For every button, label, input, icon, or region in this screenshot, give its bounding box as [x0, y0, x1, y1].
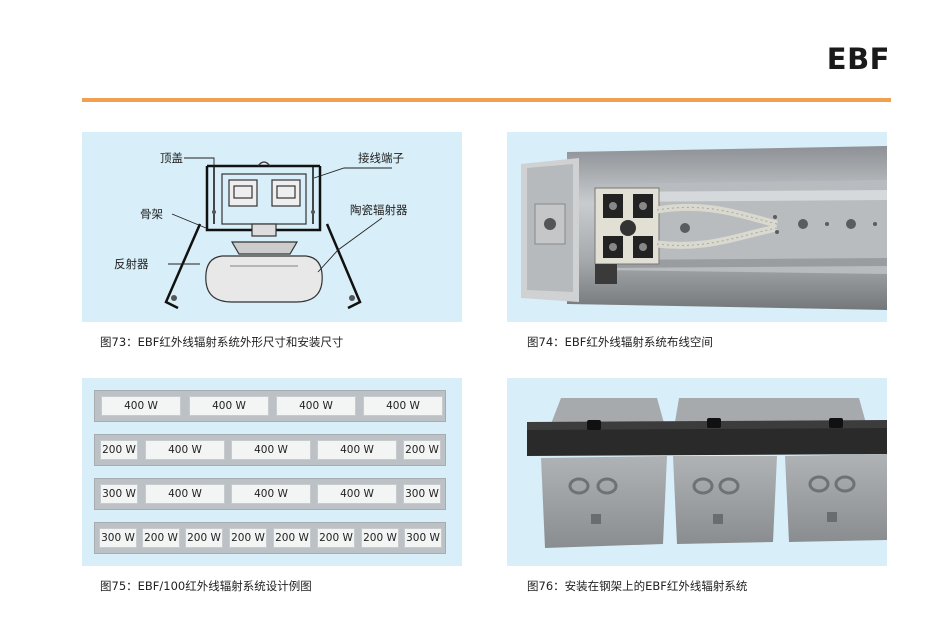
module-400w: 400 W — [231, 440, 311, 460]
figure-74-panel — [507, 132, 887, 322]
steel-frame-photo — [527, 398, 887, 548]
module-400w: 400 W — [276, 396, 356, 416]
label-top-cover: 顶盖 — [160, 151, 183, 165]
figure-73-panel: 顶盖 接线端子 骨架 陶瓷辐射器 反射器 — [82, 132, 462, 322]
module-300w: 300 W — [100, 484, 138, 504]
figure-73-caption: 图73：EBF红外线辐射系统外形尺寸和安装尺寸 — [100, 335, 344, 349]
cross-section-diagram — [164, 157, 392, 310]
module-200w: 200 W — [403, 440, 441, 460]
label-ceramic-emitter: 陶瓷辐射器 — [350, 203, 408, 217]
module-200w: 200 W — [229, 528, 267, 548]
figure-75-panel: 400 W 400 W 400 W 400 W 200 W 400 W 400 … — [82, 378, 462, 566]
figure-75-caption: 图75：EBF/100红外线辐射系统设计例图 — [100, 579, 312, 593]
module-200w: 200 W — [185, 528, 223, 548]
label-terminal: 接线端子 — [358, 151, 404, 165]
module-300w: 300 W — [404, 528, 442, 548]
layout-row-2: 200 W 400 W 400 W 400 W 200 W — [94, 434, 446, 466]
figure-74-caption: 图74：EBF红外线辐射系统布线空间 — [527, 335, 713, 349]
layout-row-1: 400 W 400 W 400 W 400 W — [94, 390, 446, 422]
module-400w: 400 W — [101, 396, 181, 416]
label-reflector: 反射器 — [114, 257, 149, 271]
layout-row-3: 300 W 400 W 400 W 400 W 300 W — [94, 478, 446, 510]
module-400w: 400 W — [145, 440, 225, 460]
module-400w: 400 W — [189, 396, 269, 416]
wiring-space-photo — [521, 146, 887, 310]
module-400w: 400 W — [363, 396, 443, 416]
module-200w: 200 W — [142, 528, 180, 548]
module-400w: 400 W — [145, 484, 225, 504]
brand-title: EBF — [826, 42, 890, 76]
module-200w: 200 W — [100, 440, 138, 460]
figure-76-panel — [507, 378, 887, 566]
module-400w: 400 W — [317, 440, 397, 460]
figure-76-caption: 图76：安装在钢架上的EBF红外线辐射系统 — [527, 579, 748, 593]
layout-row-4: 300 W 200 W 200 W 200 W 200 W 200 W 200 … — [94, 522, 446, 554]
module-300w: 300 W — [403, 484, 441, 504]
header-rule — [82, 98, 891, 102]
module-200w: 200 W — [361, 528, 399, 548]
label-frame: 骨架 — [140, 207, 163, 221]
module-400w: 400 W — [231, 484, 311, 504]
module-300w: 300 W — [99, 528, 137, 548]
module-400w: 400 W — [317, 484, 397, 504]
module-200w: 200 W — [273, 528, 311, 548]
module-200w: 200 W — [317, 528, 355, 548]
